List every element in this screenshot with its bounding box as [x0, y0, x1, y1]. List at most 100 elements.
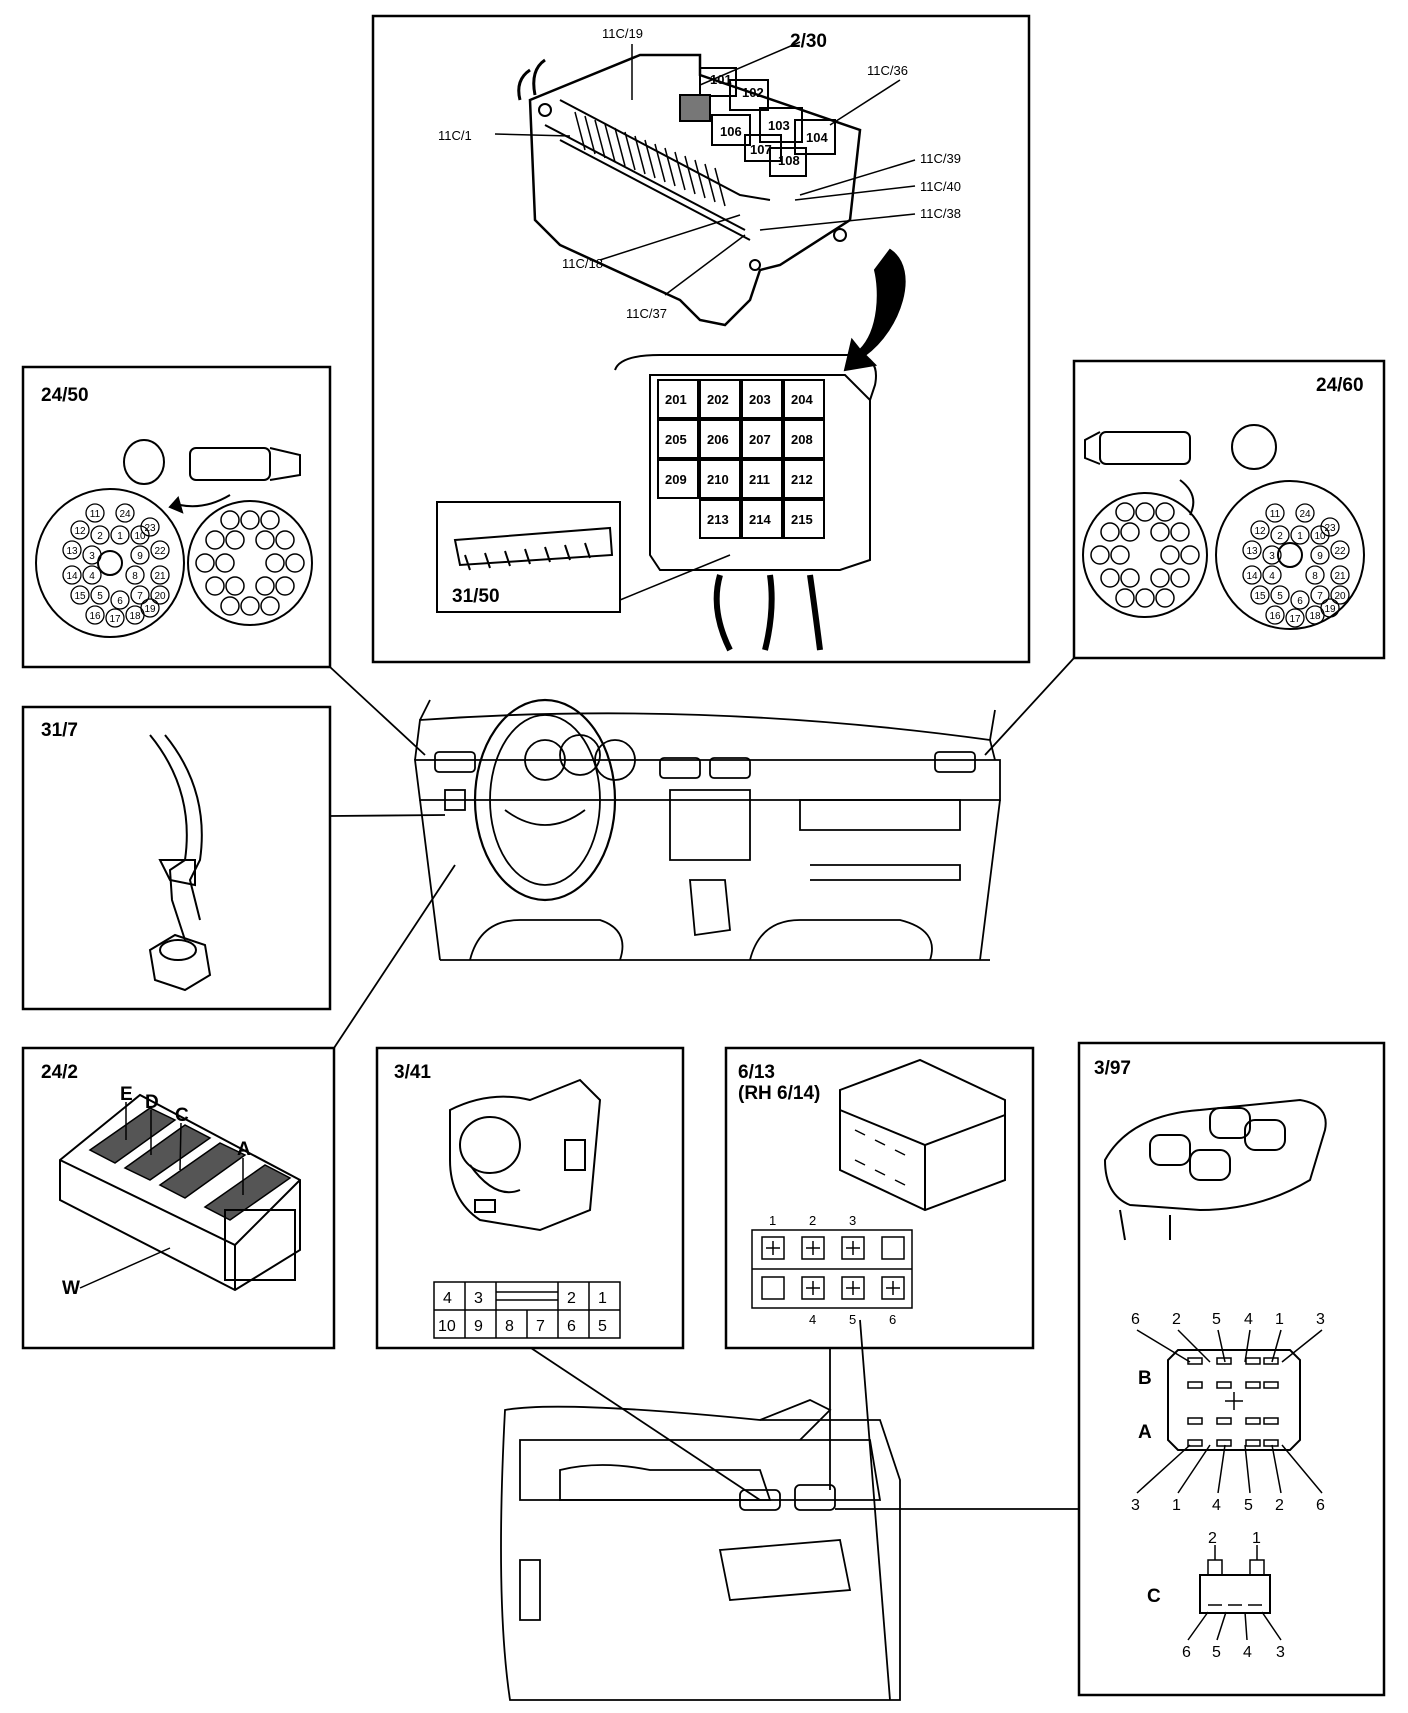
svg-text:11C/39: 11C/39: [920, 151, 961, 166]
pin-number: 20: [1334, 591, 1346, 602]
svg-text:1: 1: [1275, 1311, 1284, 1328]
dashboard-illustration: [413, 698, 1001, 961]
pin-number: 5: [1277, 591, 1283, 602]
panel-3-41: 3/41 4 3 2 1 10 9 8 7 6 5: [375, 1046, 685, 1350]
svg-text:6/13: 6/13: [738, 1062, 775, 1083]
svg-text:104: 104: [806, 130, 828, 145]
svg-text:9: 9: [474, 1318, 483, 1335]
pin-number: 21: [1334, 571, 1346, 582]
svg-text:5: 5: [1212, 1311, 1221, 1328]
pin-number: 15: [74, 591, 86, 602]
pin-table-3-41: [433, 1281, 621, 1339]
svg-text:5: 5: [1244, 1497, 1253, 1514]
svg-text:2: 2: [809, 1213, 816, 1228]
svg-text:3/41: 3/41: [394, 1062, 431, 1083]
pin-circle: [1285, 608, 1305, 628]
panel-31-7: 31/7: [21, 705, 332, 1011]
pin-number: 12: [74, 526, 86, 537]
svg-text:101: 101: [710, 72, 732, 87]
svg-text:11C/1: 11C/1: [438, 128, 472, 143]
pin-circle: [110, 590, 130, 610]
door-illustration: [500, 1319, 901, 1701]
pin-number: 20: [154, 591, 166, 602]
pin-number: 10: [134, 531, 146, 542]
svg-text:215: 215: [791, 512, 813, 527]
svg-text:C: C: [175, 1105, 189, 1126]
svg-text:2: 2: [1208, 1530, 1217, 1547]
svg-text:6: 6: [567, 1318, 576, 1335]
fusebox-body: [517, 53, 862, 327]
pin-number: 11: [90, 509, 101, 520]
svg-text:24/60: 24/60: [1316, 375, 1364, 396]
pin-circle: [1320, 598, 1340, 618]
pin-number: 4: [1269, 571, 1275, 582]
svg-text:207: 207: [749, 432, 771, 447]
svg-text:4: 4: [443, 1290, 452, 1307]
svg-text:107: 107: [750, 142, 772, 157]
pin-number: 14: [66, 571, 78, 582]
svg-text:5: 5: [598, 1318, 607, 1335]
pin-circle: [90, 525, 110, 545]
panel-6-13: 6/13 (RH 6/14) 1 2 3 4 5 6: [724, 1046, 1035, 1350]
svg-text:3: 3: [1131, 1497, 1140, 1514]
svg-text:31/7: 31/7: [41, 720, 78, 741]
svg-text:202: 202: [707, 392, 729, 407]
pin-circle: [90, 585, 110, 605]
svg-text:24/2: 24/2: [41, 1062, 78, 1083]
svg-text:31/50: 31/50: [452, 586, 500, 607]
svg-text:A: A: [237, 1139, 251, 1160]
svg-text:209: 209: [665, 472, 687, 487]
pin-circle: [1320, 517, 1340, 537]
pin-circle: [1330, 565, 1350, 585]
svg-text:201: 201: [665, 392, 687, 407]
svg-text:6: 6: [889, 1312, 896, 1327]
svg-text:6: 6: [1316, 1497, 1325, 1514]
inset-31-50: [436, 501, 731, 613]
svg-text:106: 106: [720, 124, 742, 139]
pin-number: 4: [89, 571, 95, 582]
svg-text:204: 204: [791, 392, 813, 407]
pin-number: 17: [109, 614, 121, 625]
pin-circle: [1305, 565, 1325, 585]
svg-text:203: 203: [749, 392, 771, 407]
pin-number: 13: [66, 546, 78, 557]
pin-circle: [125, 565, 145, 585]
pin-number: 6: [1297, 596, 1303, 607]
pin-number: 17: [1289, 614, 1301, 625]
pin-number: 19: [144, 604, 156, 615]
pin-circle: [62, 565, 82, 585]
pin-circle: [82, 545, 102, 565]
pin-circle: [105, 608, 125, 628]
pin-number: 6: [117, 596, 123, 607]
pin-number: 7: [137, 591, 143, 602]
pin-number: 24: [1299, 509, 1311, 520]
svg-text:11C/37: 11C/37: [626, 306, 667, 321]
pin-circle: [1270, 525, 1290, 545]
pin-number: 3: [89, 551, 95, 562]
svg-text:(RH 6/14): (RH 6/14): [738, 1083, 820, 1104]
pin-circle: [1265, 605, 1285, 625]
pin-circle: [85, 503, 105, 523]
svg-text:3: 3: [1316, 1311, 1325, 1328]
pin-number: 8: [132, 571, 138, 582]
svg-text:208: 208: [791, 432, 813, 447]
svg-text:2: 2: [567, 1290, 576, 1307]
pin-circle: [1250, 520, 1270, 540]
svg-text:E: E: [120, 1084, 133, 1105]
svg-text:2: 2: [1275, 1497, 1284, 1514]
pin-number: 19: [1324, 604, 1336, 615]
pin-circle: [1295, 503, 1315, 523]
pin-circle: [70, 520, 90, 540]
pin-circle: [130, 585, 150, 605]
pin-number: 10: [1314, 531, 1326, 542]
pin-circle: [115, 503, 135, 523]
pin-number: 21: [154, 571, 166, 582]
pin-circle: [1330, 540, 1350, 560]
pin-number: 14: [1246, 571, 1258, 582]
pin-number: 5: [97, 591, 103, 602]
svg-text:103: 103: [768, 118, 790, 133]
pin-circle: [1330, 585, 1350, 605]
svg-text:213: 213: [707, 512, 729, 527]
